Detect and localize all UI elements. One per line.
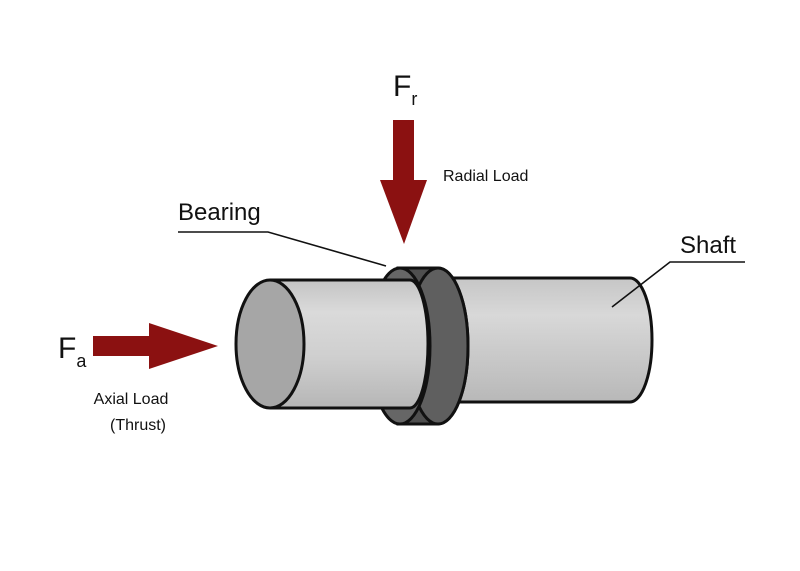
- radial-load-label: Radial Load: [443, 168, 528, 185]
- shaft-end-face: [234, 278, 306, 410]
- radial-force-symbol: Fr: [393, 70, 417, 109]
- radial-load-arrow: [380, 120, 427, 244]
- shaft-leader-line: [611, 261, 745, 308]
- shaft-right-section: [440, 276, 654, 404]
- axial-force-symbol: Fa: [58, 332, 87, 371]
- bearing-label: Bearing: [178, 199, 261, 226]
- shaft-label: Shaft: [680, 232, 736, 259]
- bearing-leader-line: [178, 231, 387, 267]
- axial-load-arrow: [93, 323, 218, 369]
- axial-load-label: Axial Load: [94, 391, 169, 408]
- radial-force-subscript: r: [411, 89, 417, 109]
- shaft-left-section: [234, 278, 430, 410]
- thrust-label: (Thrust): [110, 417, 166, 434]
- axial-force-subscript: a: [76, 351, 87, 371]
